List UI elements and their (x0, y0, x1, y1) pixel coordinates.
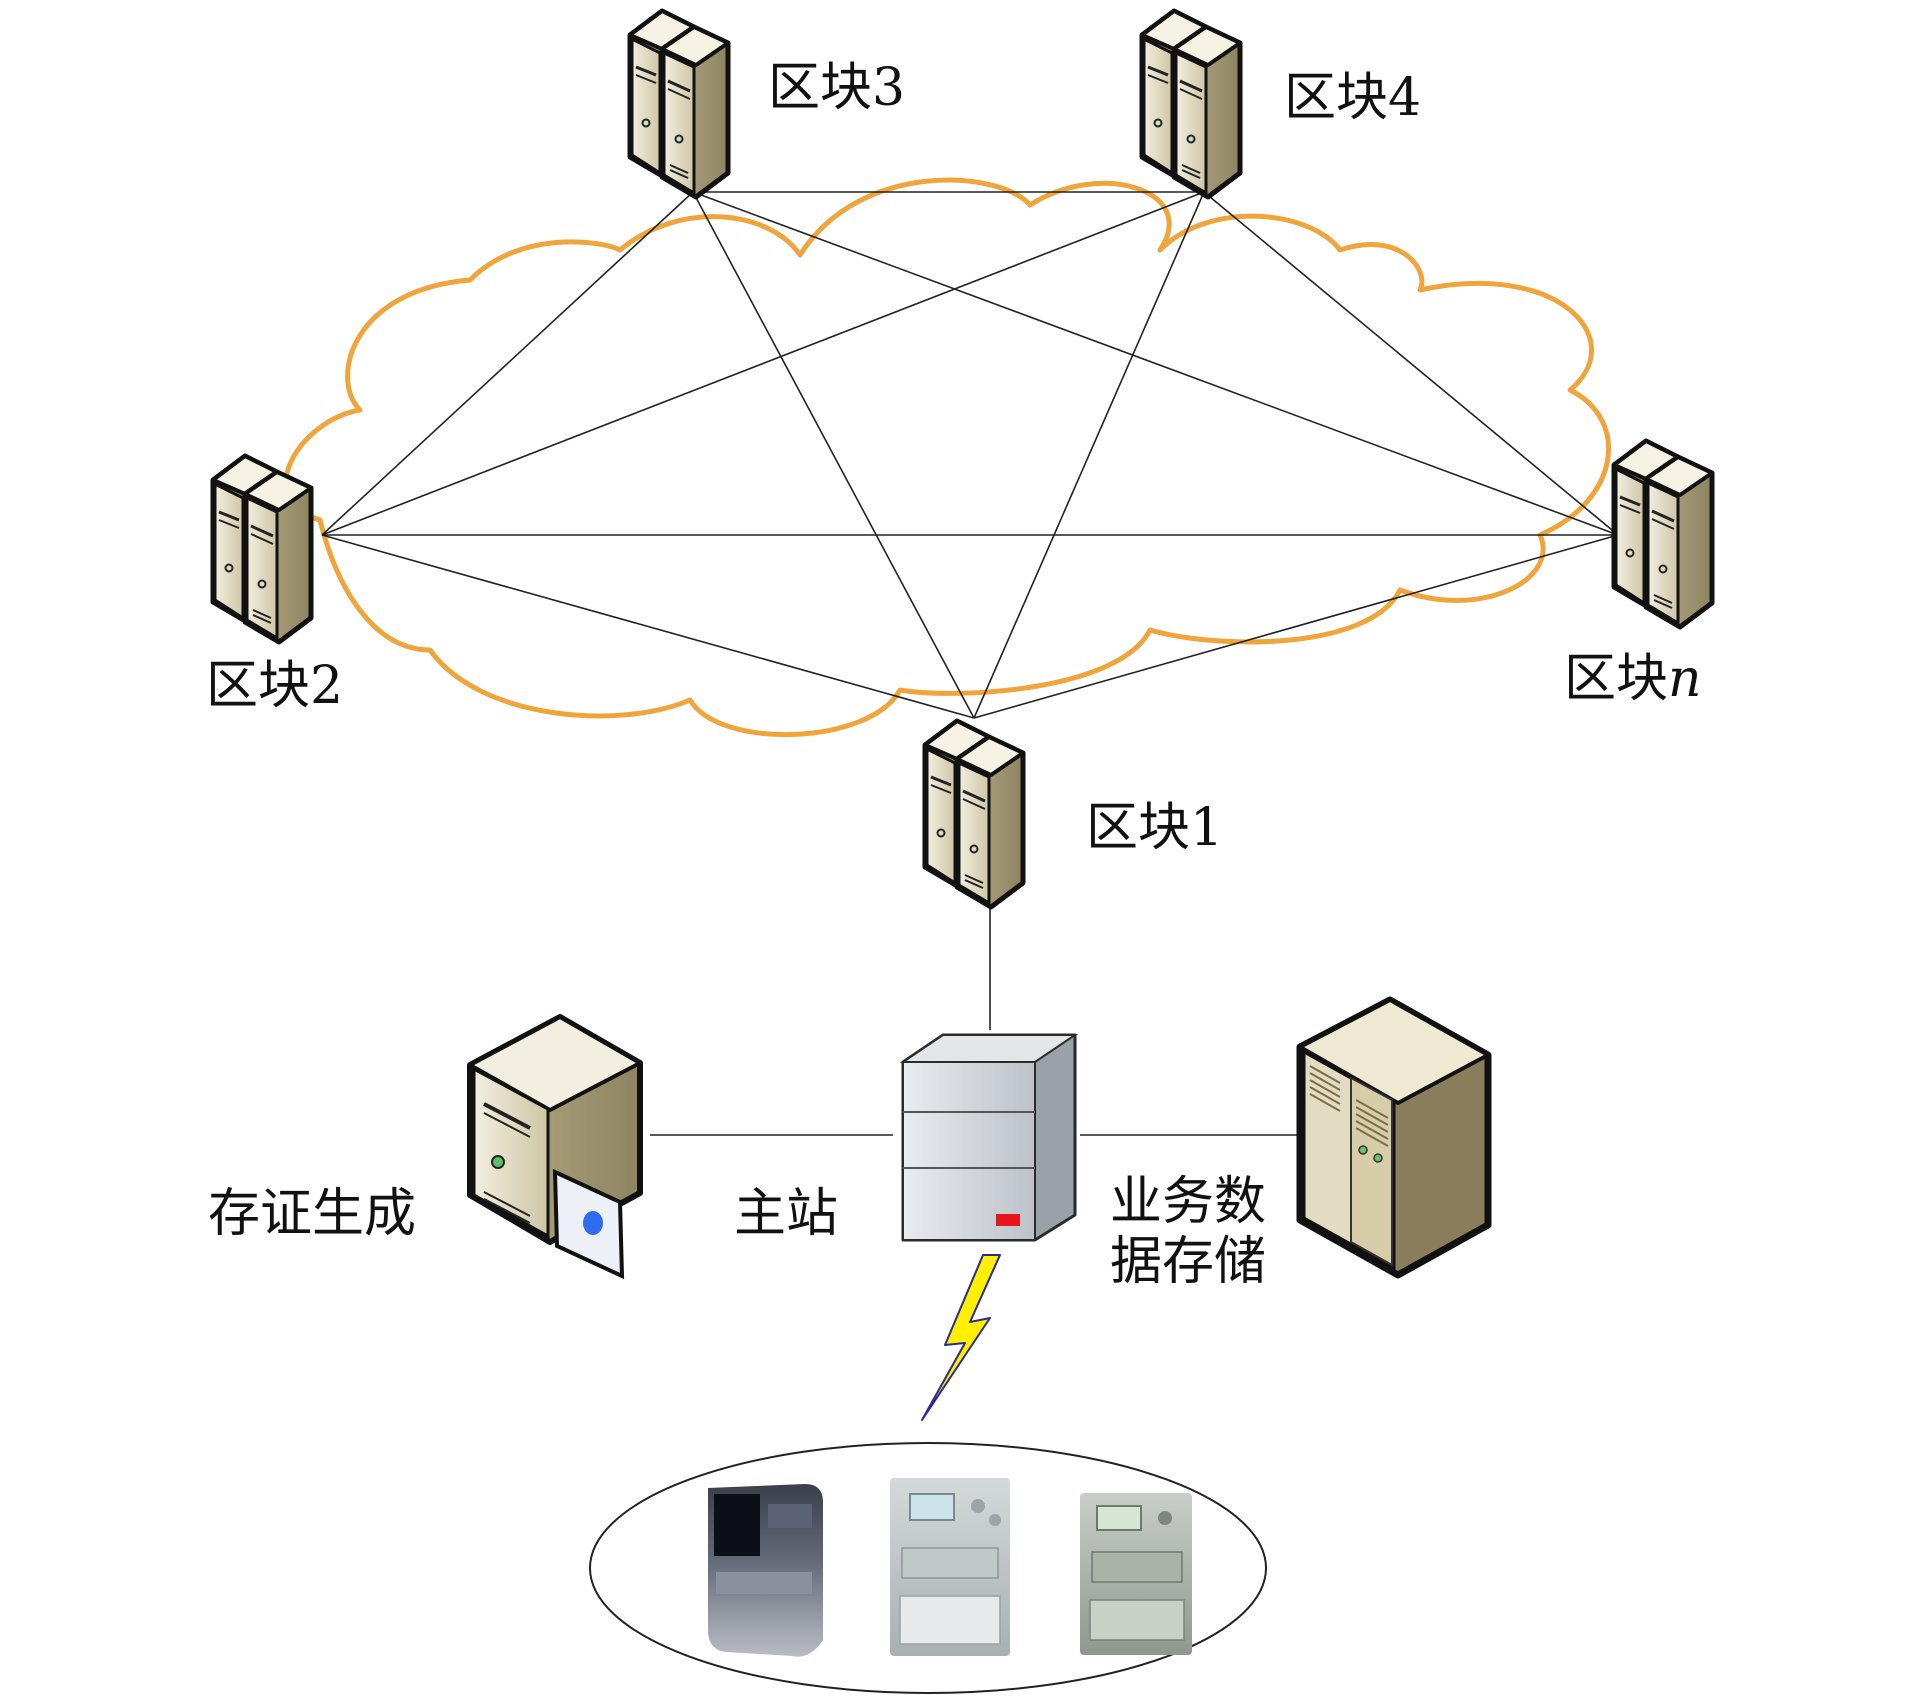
block-4-label: 区块4 (1284, 72, 1421, 124)
block-n-label: 区块n (1564, 653, 1702, 705)
block-3-label-prefix: 区块 (768, 58, 873, 118)
block-4-label-index: 4 (1388, 68, 1422, 128)
block-1-label-index: 1 (1190, 798, 1224, 858)
block-4-label-prefix: 区块 (1284, 68, 1389, 128)
blockchain-cloud (283, 177, 1612, 738)
smart-meter-2-icon (890, 1478, 1010, 1656)
block-n-label-prefix: 区块 (1564, 649, 1669, 709)
wireless-link-icon (921, 1254, 1001, 1421)
block-2-label-prefix: 区块 (206, 656, 311, 716)
business-storage-label-line2: 据存储 (1110, 1232, 1267, 1292)
main-station-label: 主站 (734, 1184, 839, 1244)
mesh-links (321, 191, 1619, 1136)
block-1-label: 区块1 (1086, 802, 1223, 854)
block-n-server-icon (1614, 441, 1712, 627)
evidence-server-icon (467, 1014, 643, 1280)
block-2-label: 区块2 (206, 660, 343, 712)
block-1-label-prefix: 区块 (1086, 798, 1191, 858)
evidence-generation-label: 存证生成 (208, 1184, 417, 1244)
meter-group (589, 1442, 1267, 1694)
block-n-label-index: n (1668, 649, 1702, 709)
station-indicator (996, 1214, 1020, 1226)
block-1-server-icon (925, 721, 1023, 907)
block-3-server-icon (630, 11, 728, 197)
block-3-label: 区块3 (768, 62, 905, 114)
business-storage-label-line1: 业务数 (1110, 1172, 1267, 1232)
smart-meter-1-icon (708, 1484, 823, 1657)
main-station-icon (899, 1033, 1079, 1242)
block-4-server-icon (1142, 11, 1240, 197)
smart-meter-3-icon (1080, 1493, 1192, 1655)
block-2-server-icon (213, 456, 311, 642)
block-2-label-index: 2 (310, 656, 344, 716)
block-3-label-index: 3 (872, 58, 906, 118)
storage-server-icon (1296, 996, 1492, 1279)
